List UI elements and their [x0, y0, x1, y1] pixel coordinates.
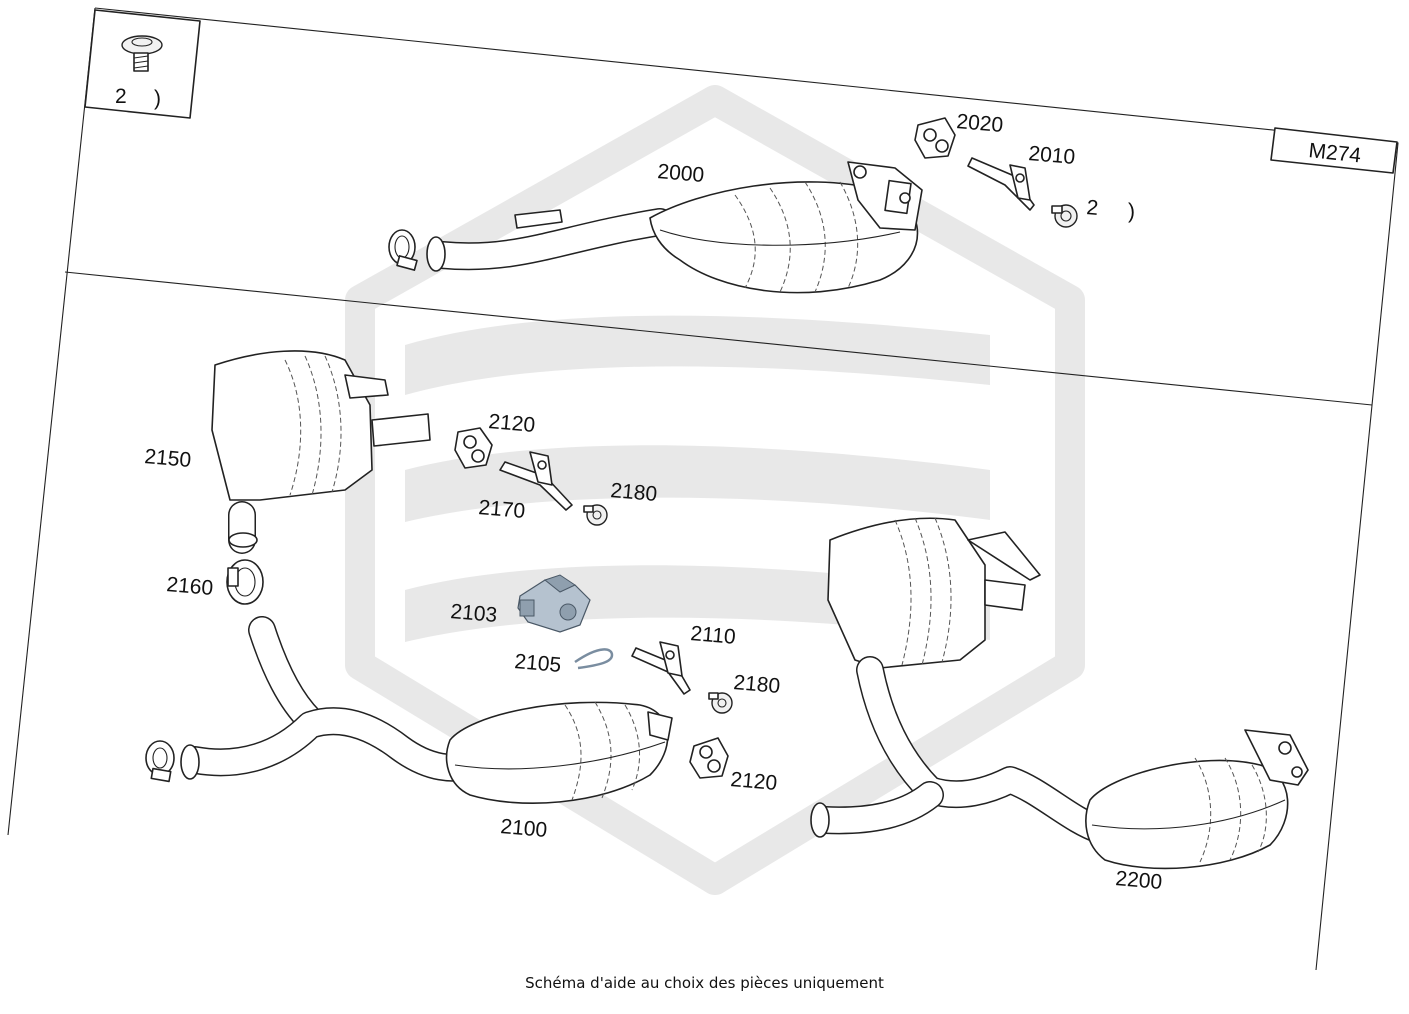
part-2000-front-silencer: [426, 161, 923, 294]
part-2100-center-assembly: [180, 616, 673, 804]
screw-icon: [121, 35, 163, 72]
label-2200: 2200: [1115, 867, 1164, 894]
part-2160-clamp: [226, 559, 264, 605]
part-2150-rear-silencer: [211, 350, 431, 554]
label-2030-paren: ): [1128, 200, 1135, 223]
label-2120-b: 2120: [730, 768, 779, 795]
part-2180-screw-a: [583, 504, 608, 526]
label-2010: 2010: [1028, 142, 1077, 169]
label-2103: 2103: [450, 600, 499, 627]
part-2120-rubber-mount-b: [689, 737, 729, 779]
inset-label-paren: ): [154, 87, 161, 110]
label-2020: 2020: [956, 110, 1005, 137]
label-2030: 2: [1086, 196, 1100, 220]
inset-label: 2: [115, 85, 127, 108]
engine-code-box: M274: [1270, 127, 1398, 174]
label-2150: 2150: [144, 445, 193, 472]
part-2105-retaining-clip: [574, 648, 614, 670]
part-2170-bracket: [499, 451, 573, 511]
part-2180-screw-b: [708, 692, 733, 714]
pipe-clamp-lower: [145, 740, 175, 783]
footer-caption: Schéma d'aide au choix des pièces unique…: [525, 974, 884, 992]
part-2120-rubber-mount-a: [454, 427, 493, 469]
part-2020-rubber-mount: [914, 117, 956, 159]
part-2103-exhaust-flap-actuator: [517, 574, 591, 633]
label-2105: 2105: [514, 650, 563, 677]
label-2120-a: 2120: [488, 410, 537, 437]
part-2030-screw: [1051, 204, 1078, 228]
part-labels: 2000 2020 2010 2 ) 2150 2120 2170 2180 2…: [144, 110, 1164, 894]
label-2160: 2160: [166, 573, 215, 600]
part-2110-bracket: [631, 641, 691, 695]
label-2170: 2170: [478, 496, 527, 523]
part-2200-right-assembly: [810, 517, 1309, 870]
sheet-frame: [7, 7, 1399, 971]
label-2180-a: 2180: [610, 479, 659, 506]
part-2010-bracket: [967, 157, 1035, 211]
pipe-clamp-upper: [388, 229, 418, 271]
label-2180-b: 2180: [733, 671, 782, 698]
label-2100: 2100: [500, 815, 549, 842]
label-2110: 2110: [690, 622, 737, 649]
label-2000: 2000: [657, 160, 706, 187]
engine-code: M274: [1307, 139, 1362, 167]
inset-box: 2 ): [84, 9, 201, 119]
